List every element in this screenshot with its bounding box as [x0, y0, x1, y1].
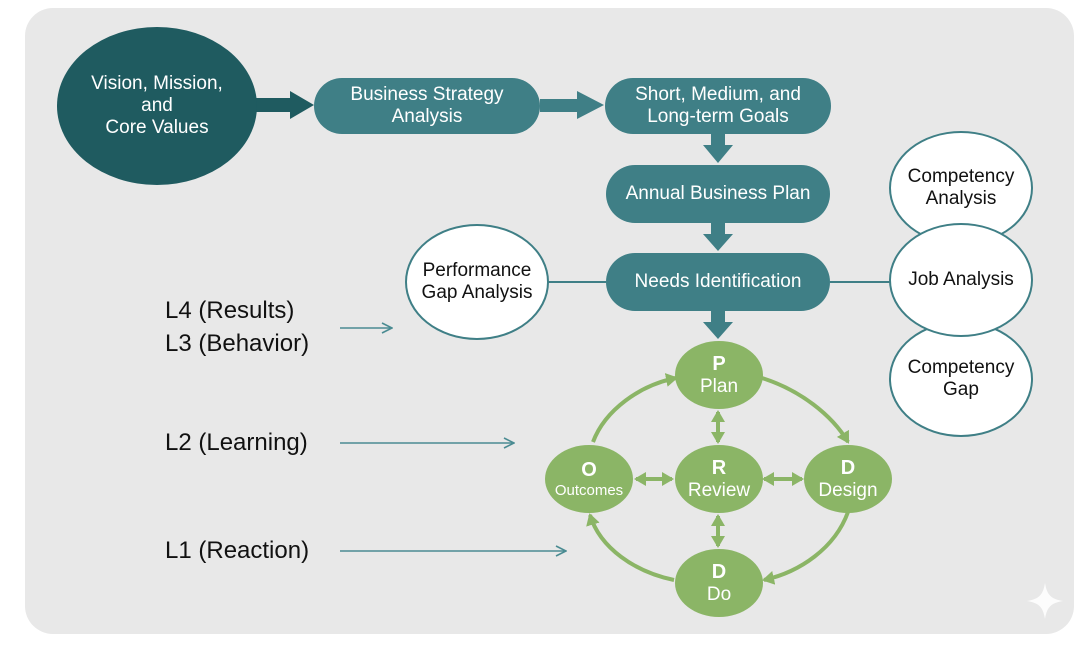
node-line: Competency: [907, 357, 1015, 379]
cycle-letter: O: [581, 458, 597, 481]
node-line: Short, Medium, and: [635, 84, 801, 106]
cycle-word: Design: [818, 479, 878, 501]
node-line: Performance: [422, 260, 532, 282]
design-node: D Design: [804, 445, 892, 513]
flow-arrow-goals-to-annual: [703, 133, 733, 163]
level-label-l4: L4 (Results): [165, 297, 295, 324]
node-line: Job Analysis: [908, 269, 1014, 291]
cycle-letter: D: [840, 456, 856, 479]
performance-gap-analysis-node: Performance Gap Analysis: [405, 224, 549, 340]
node-line: Gap: [943, 379, 979, 400]
node-line: Vision, Mission,: [91, 73, 223, 95]
flow-arrow-needs-to-plan: [703, 310, 733, 339]
node-line: Annual Business Plan: [625, 183, 811, 205]
node-line: Long-term Goals: [647, 106, 789, 127]
flow-arrow-strategy-to-goals: [540, 91, 604, 119]
node-line: Analysis: [391, 106, 463, 127]
node-line: Needs Identification: [634, 271, 802, 293]
job-analysis-node: Job Analysis: [889, 223, 1033, 337]
sparkle-icon: [1027, 583, 1063, 619]
node-line: Analysis: [925, 188, 997, 209]
level-label-l2: L2 (Learning): [165, 429, 308, 456]
vision-mission-values-node: Vision, Mission, and Core Values: [57, 27, 257, 185]
cycle-word: Outcomes: [554, 481, 624, 499]
needs-identification-node: Needs Identification: [606, 253, 830, 311]
node-line: Competency: [907, 166, 1015, 188]
cycle-arrow-plan-to-design: [761, 376, 850, 444]
outcomes-node: O Outcomes: [545, 445, 633, 513]
node-line: Business Strategy: [350, 84, 504, 106]
cycle-letter: P: [712, 352, 726, 375]
plan-node: P Plan: [675, 341, 763, 409]
competency-gap-node: Competency Gap: [889, 321, 1033, 437]
level-label-l1: L1 (Reaction): [165, 537, 310, 564]
cycle-word: Plan: [699, 375, 739, 397]
cycle-word: Review: [687, 479, 751, 501]
flow-arrow-annual-to-needs: [703, 222, 733, 251]
goals-node: Short, Medium, and Long-term Goals: [605, 78, 831, 134]
annual-business-plan-node: Annual Business Plan: [606, 165, 830, 223]
cycle-word: Do: [706, 583, 732, 605]
cycle-arrow-do-to-outcomes: [586, 513, 675, 582]
business-strategy-node: Business Strategy Analysis: [314, 78, 540, 134]
cycle-letter: D: [711, 560, 727, 583]
review-node: R Review: [675, 445, 763, 513]
cycle-arrow-outcomes-to-plan: [591, 373, 678, 443]
level-label-l3: L3 (Behavior): [165, 330, 310, 357]
node-line: and: [141, 95, 173, 117]
cycle-arrow-design-to-do: [762, 511, 850, 585]
node-line: Gap Analysis: [421, 282, 533, 303]
flow-arrow-vision-to-strategy: [255, 91, 314, 119]
cycle-letter: R: [711, 456, 727, 479]
do-node: D Do: [675, 549, 763, 617]
node-line: Core Values: [105, 116, 209, 138]
